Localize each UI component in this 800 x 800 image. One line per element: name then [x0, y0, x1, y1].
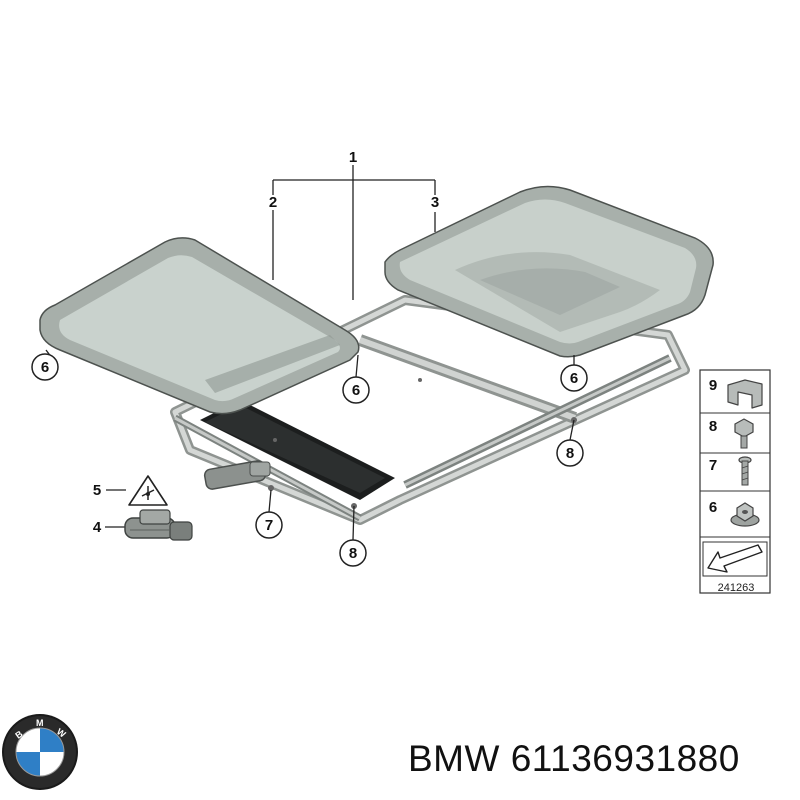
front-glass-panel [39, 237, 360, 415]
callout-5: 5 [93, 482, 101, 499]
legend-item-7: 7 [709, 457, 717, 474]
leader-lines [45, 165, 575, 541]
legend-item-9: 9 [709, 377, 717, 394]
bmw-logo-icon: B M W [2, 714, 78, 790]
brand-name: BMW [408, 738, 500, 779]
warning-triangle-icon [128, 475, 168, 506]
nut-icon [730, 502, 760, 527]
legend-item-6: 6 [709, 499, 717, 516]
callout-7: 7 [265, 517, 273, 534]
screw-icon [738, 456, 752, 486]
callout-1: 1 [349, 149, 357, 166]
part-number-caption: BMW 61136931880 [408, 738, 793, 788]
diagram-code: 241263 [718, 582, 755, 594]
callout-6-right: 6 [570, 370, 578, 387]
hex-bolt-icon [734, 418, 754, 449]
callout-2: 2 [269, 194, 277, 211]
callout-6-left: 6 [41, 359, 49, 376]
sunroof-frame [170, 295, 690, 525]
callout-8-bottom: 8 [349, 545, 357, 562]
clip-icon [727, 379, 763, 409]
rear-glass-panel [384, 185, 714, 358]
callout-3: 3 [431, 194, 439, 211]
svg-text:B: B [13, 728, 24, 740]
part-number: 61136931880 [510, 738, 740, 779]
callout-8-right: 8 [566, 445, 574, 462]
svg-text:M: M [36, 718, 44, 728]
drive-motor-part [124, 509, 193, 541]
hardware-legend: 9 8 7 6 241263 [699, 369, 771, 594]
legend-item-8: 8 [709, 418, 717, 435]
callout-4: 4 [93, 519, 102, 536]
arrow-icon [702, 541, 768, 577]
callouts: 1 2 3 5 4 6 6 6 8 7 8 [31, 149, 588, 567]
callout-6-middle: 6 [352, 382, 360, 399]
